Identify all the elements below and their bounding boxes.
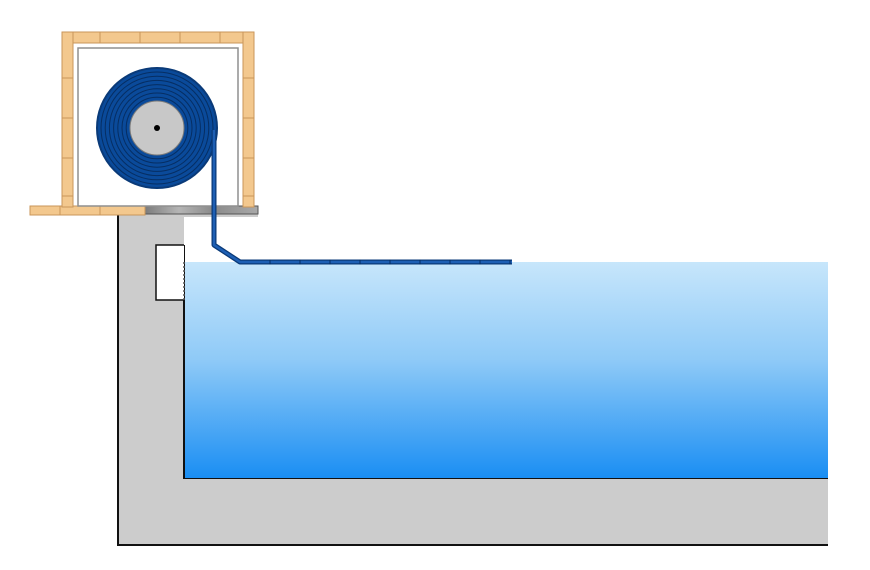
skimmer-recess: [155, 244, 185, 301]
pool-water: [185, 262, 828, 478]
reel-axle: [154, 125, 160, 131]
reel-wind: [117, 88, 197, 168]
reel-wind: [121, 92, 193, 164]
reel-wind: [108, 79, 206, 177]
skimmer-box: [156, 245, 184, 300]
cover-reel: [96, 67, 218, 189]
reel-wind: [100, 71, 214, 185]
cover-segments: [269, 259, 511, 265]
brick-wall-right: [242, 31, 255, 208]
pool-cover: [211, 130, 512, 265]
reel-wind: [104, 75, 210, 181]
concrete-outline: [117, 213, 828, 546]
cover-strip-highlight: [212, 130, 512, 264]
brick-joints: [59, 32, 254, 215]
coping-stone: [144, 205, 259, 215]
reel-wind: [113, 84, 201, 172]
brick-ledge: [29, 205, 146, 216]
brick-wall-top: [61, 31, 255, 44]
reel-wind: [125, 96, 189, 160]
cover-strip: [211, 130, 512, 265]
brick-wall-left: [61, 31, 74, 208]
skimmer-outline: [155, 244, 184, 301]
